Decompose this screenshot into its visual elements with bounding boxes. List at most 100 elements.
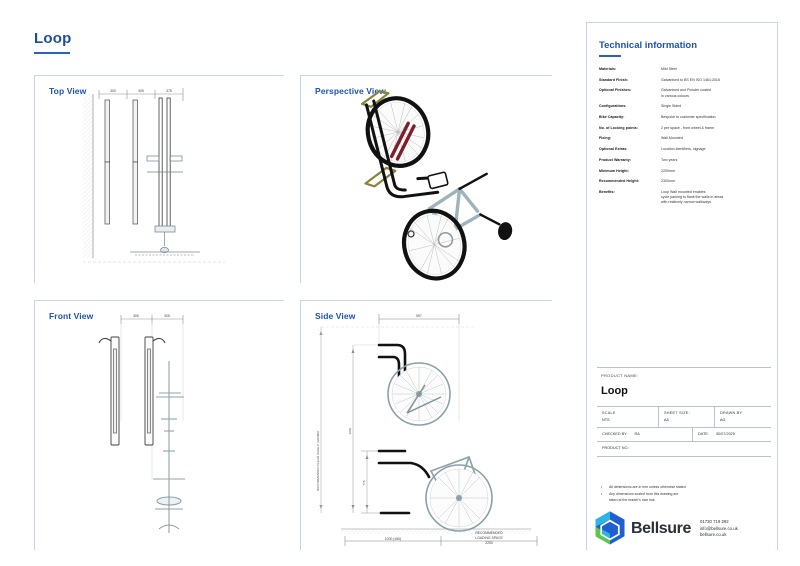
spec-value-line: cycle parking to flank the walls in area… [661,195,724,200]
panel-perspective-view-label: Perspective View [315,86,386,96]
spec-value: Mild Steel [661,67,771,72]
spec-key: No. of Locking points: [599,125,639,130]
spec-row: Optional Extras: Location identifiers, si… [599,147,771,152]
date-label: DATE: [698,431,709,436]
front-view-svg: 305 305 [98,314,185,533]
drawn-by-value: AG [720,417,726,422]
side-view-svg: 597 RECOMMENDED CLEAR HEIGHT 2300MM 2082 [316,314,538,546]
spec-key: Configurations: [599,104,627,109]
note-item: •Any dimensions scaled from this drawing… [601,492,771,503]
spec-key: Fixing: [599,136,612,141]
spec-value-line: Two years [661,157,678,162]
note-bullet-icon: • [601,492,603,497]
spec-row: Minimum Height: 2200mm [599,169,771,174]
brand-name: Bellsure [631,520,691,537]
spec-value-line: Galvanised and Powder coated [661,88,711,93]
spec-key: Materials: [599,67,617,71]
spec-row: Materials: Mild Steel [599,67,771,72]
checked-by-label: CHECKED BY: [602,431,628,436]
spec-value-line: Mild Steel [661,67,677,71]
top-view-svg: 300 305 375 [83,88,225,263]
spec-value: Galvanised to BS EN ISO 1461:2016 [661,78,771,83]
spec-value: Wall Mounted [661,136,771,141]
front-view-dim-1: 305 [133,314,139,318]
spec-row: No. of Locking points: 2 per space - fron… [599,126,771,131]
side-view-dim-height-main: 2082 [348,427,352,434]
spec-value: Location identifiers, signage [661,147,771,152]
note-text-line: taken at the reader's own risk [609,497,655,502]
spec-key: Benefits: [599,189,615,194]
spec-row: Recommended Height: 2300mm [599,179,771,184]
perspective-view-drawing [301,76,552,283]
note-text: All dimensions are in mm unless otherwis… [609,485,686,490]
spec-value-line: Galvanised to BS EN ISO 1461:2016 [661,77,720,82]
panel-side-view-label: Side View [315,311,356,321]
contact-email[interactable]: info@bellsure.co.uk [699,525,738,531]
spec-key: Optional Finishes: [599,88,632,93]
spec-value-line: 2200mm [661,168,675,173]
spec-value-line: 2300mm [661,179,675,184]
spec-value-line: 2 per space - front wheel & frame [661,125,715,130]
info-column: Technical information Materials:Mild Ste… [586,22,778,550]
spec-value-line: Wall Mounted [661,136,683,141]
spec-value: 2300mm [661,179,771,184]
side-view-loading-label-2: LOADING SPACE [475,536,503,540]
spec-row: Product Warranty: Two years [599,158,771,163]
panel-top-view-label: Top View [49,86,87,96]
sheet-size-value: A3 [664,417,669,422]
note-text-line: All dimensions are in mm unless otherwis… [609,485,686,489]
spec-value: 2200mm [661,169,771,174]
page-title-underline [34,52,70,54]
title-block-row-2: CHECKED BY: RA DATE: 30/07/2025 [597,427,771,442]
spec-value: Two years [661,158,771,163]
top-view-dim-3: 375 [166,89,172,93]
spec-row: Bike Capacity: Bespoke to customer specif… [599,115,771,120]
top-view-drawing: 300 305 375 [35,76,284,283]
contact-details: 01730 719 292 info@bellsure.co.uk bellsu… [700,519,738,539]
drawing-area: Loop Top View [34,30,552,550]
spec-value: Single Sided [661,104,771,109]
spec-key: Product Warranty: [599,157,632,162]
drawn-by-label: DRAWN BY [720,411,743,415]
spec-value-line: Loop Wall mounted enables [661,189,706,194]
perspective-view-svg [361,90,513,281]
spec-row: Standard Finish:Galvanised to BS EN ISO … [599,78,771,83]
top-view-dim-1: 300 [110,89,116,93]
spec-key: Optional Extras: [599,147,628,152]
spec-value: Bespoke to customer specification [661,115,771,120]
contact-website[interactable]: bellsure.co.uk [699,532,727,538]
title-block-top-rule [597,367,771,368]
date-value: 30/07/2025 [715,431,735,436]
date-cell: DATE: 30/07/2025 [693,428,771,441]
checked-by-value: RA [634,431,640,436]
spec-key: Minimum Height: [599,168,629,173]
spec-value-line: Single Sided [661,104,682,109]
side-view-loading-label-1: RECOMMENDED [475,531,503,535]
product-name-value: Loop [601,385,628,397]
scale-value: NTS [602,417,610,422]
drawn-by-cell: DRAWN BY AG [715,407,771,427]
page-title: Loop [34,30,72,47]
front-view-dim-2: 305 [164,314,170,318]
panel-side-view: Side View 597 [300,300,552,550]
spec-row: Optional Finishes: Galvanised and Powder … [599,88,771,98]
title-block-row-1: SCALE NTS SHEET SIZE: A3 DRAWN BY AG [597,406,771,428]
spec-key: Bike Capacity: [599,115,625,120]
spec-key: Recommended Height: [599,179,640,184]
side-view-dim-spacing: 1000 (±50) [385,537,401,541]
side-view-drawing: 597 RECOMMENDED CLEAR HEIGHT 2300MM 2082 [301,301,552,550]
spec-row: Configurations: Single Sided [599,104,771,109]
spec-value: 2 per space - front wheel & frame [661,126,771,131]
product-no-label: PRODUCT NO.: [602,445,630,450]
panel-perspective-view: Perspective View [300,75,552,283]
drawing-notes: • All dimensions are in mm unless otherwi… [601,485,771,505]
spec-value-line: Location identifiers, signage [661,147,706,152]
scale-cell: SCALE NTS [597,407,659,427]
sheet-size-cell: SHEET SIZE: A3 [659,407,715,427]
side-view-dim-height-lower: 775 [362,480,366,485]
